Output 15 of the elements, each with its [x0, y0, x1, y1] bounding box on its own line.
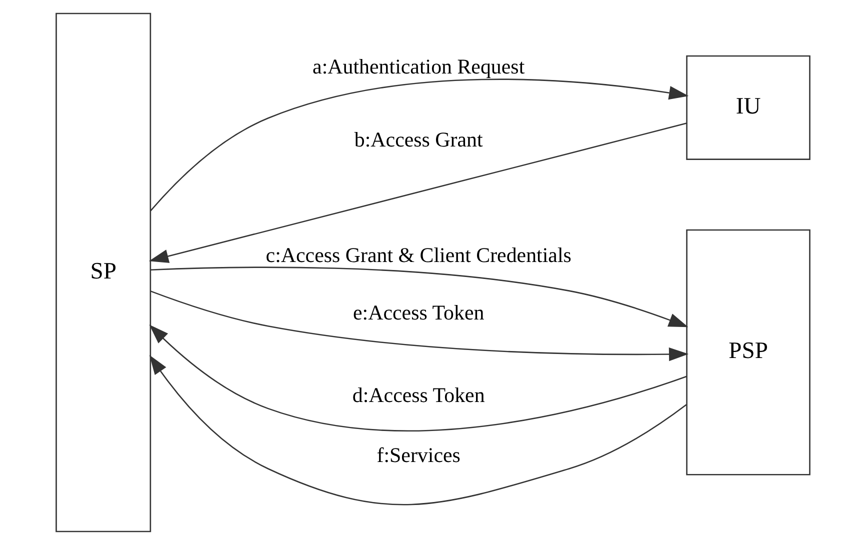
node-box: SP [56, 12, 152, 532]
edge-label: d:Access Token [352, 382, 485, 407]
edge-label: b:Access Grant [354, 128, 483, 152]
node-box: IU [686, 55, 810, 160]
arrow [149, 324, 687, 432]
node-box: PSP [686, 229, 810, 476]
arrow [150, 290, 689, 362]
arrow [150, 266, 688, 328]
arrow [150, 78, 689, 212]
edge-label: f:Services [376, 442, 460, 467]
edge-label: a:Authentication Request [312, 54, 525, 78]
edge-label: c:Access Grant & Client Credentials [266, 242, 572, 267]
arrow [149, 354, 687, 506]
arrow [148, 122, 687, 263]
edge-label: e:Access Token [353, 300, 484, 324]
